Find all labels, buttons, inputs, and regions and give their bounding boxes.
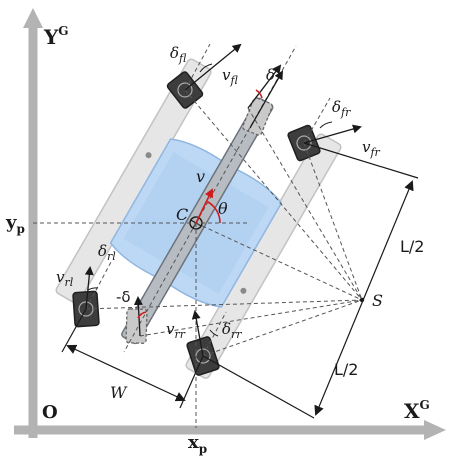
rail-bolt-right — [240, 287, 247, 294]
half-length-top-label: L/2 — [400, 237, 424, 256]
ext-top — [303, 142, 419, 179]
minus-delta-label: -δ — [116, 288, 131, 306]
x-axis-label: XG — [404, 398, 430, 423]
theta-label: θ — [218, 199, 228, 218]
icr-point — [359, 297, 365, 303]
delta-rl-label: δrl — [98, 242, 116, 263]
yp-label: yp — [5, 212, 25, 236]
icr-label: S — [372, 291, 383, 310]
y-axis-label: YG — [43, 24, 69, 49]
v-rl-vector — [84, 266, 94, 310]
v-rr-vector — [191, 310, 204, 357]
width-dimension — [66, 344, 186, 402]
length-dimension — [314, 180, 414, 416]
center-velocity-arrow — [195, 188, 213, 224]
xp-label: xp — [188, 432, 207, 456]
global-axes — [14, 8, 446, 440]
rear-virtual-wheel — [125, 308, 148, 344]
delta-fl-label: δfl — [170, 44, 187, 65]
delta-fr-label: δfr — [332, 98, 351, 119]
v-fl-vector — [184, 43, 242, 91]
dimensions — [61, 142, 419, 419]
front-virtual-wheel — [242, 97, 273, 136]
origin-label: O — [42, 402, 58, 423]
ext-bottom — [202, 355, 315, 419]
delta-rr-label: δrr — [222, 320, 242, 341]
y-axis-arrowhead — [23, 8, 43, 28]
rail-bolt-left — [145, 152, 152, 159]
track-width-label: W — [110, 383, 128, 402]
angle-arcs — [87, 63, 333, 337]
half-length-bottom-label: L/2 — [334, 360, 358, 379]
rear-delta-arc — [137, 311, 147, 319]
v-fr-vector — [303, 124, 362, 144]
labels: YG XG O xp yp C θ v S L/2 L/2 W δfl vfl … — [5, 24, 430, 456]
delta-front-label: δ — [266, 66, 275, 84]
theta-arc — [207, 201, 221, 224]
velocity-label: v — [196, 167, 205, 186]
v-rr-label: vrr — [166, 320, 186, 341]
red-annotations — [137, 89, 263, 319]
x-axis-arrowhead — [424, 420, 446, 440]
v-fl-label: vfl — [222, 66, 238, 87]
front-delta-arc — [255, 89, 263, 99]
center-label: C — [176, 205, 188, 224]
v-rl-label: vrl — [56, 268, 74, 289]
v-fr-label: vfr — [362, 138, 381, 159]
ext-w-left — [61, 308, 87, 353]
body-axis-arrow — [249, 70, 283, 129]
